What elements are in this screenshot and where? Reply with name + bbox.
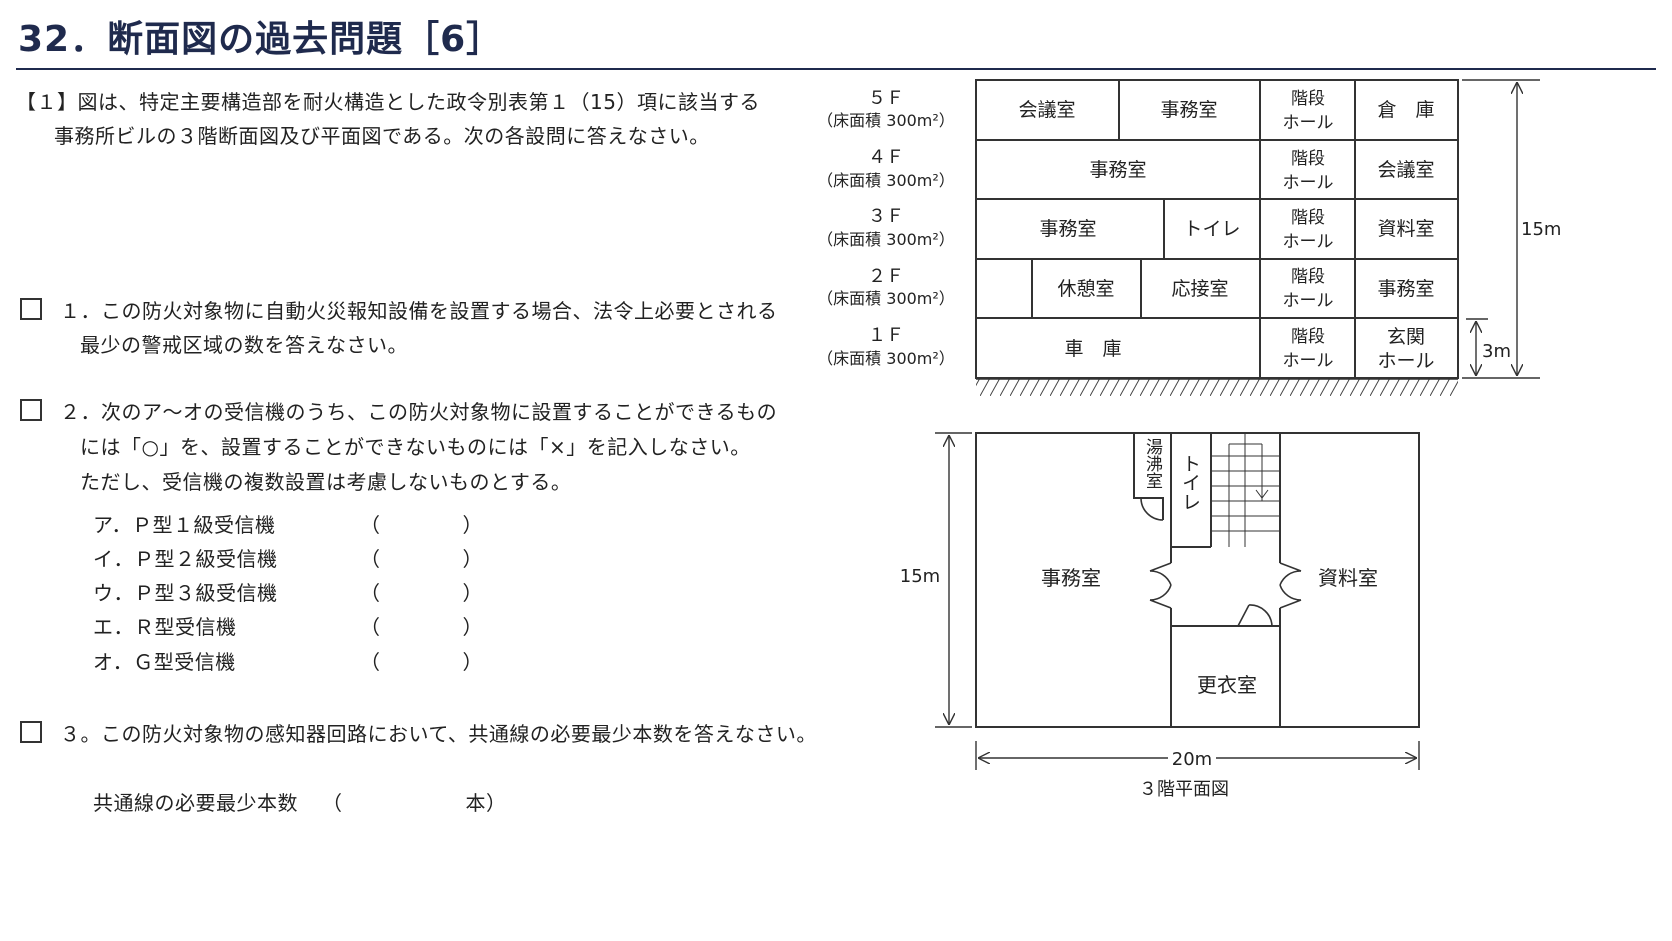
floor-label: ３Ｆ — [868, 206, 904, 227]
height-1f-label: 3m — [1482, 341, 1511, 362]
plan-dimensions — [935, 432, 1420, 770]
plan-depth-label: 15m — [900, 566, 940, 587]
stairs-label: 階段 — [1291, 208, 1325, 228]
question-intro-line1: 【１】図は、特定主要構造部を耐火構造とした政令別表第１（15）項に該当する — [16, 90, 760, 114]
room-label: 会議室 — [1018, 99, 1075, 121]
plan-toilet-label: トイレ — [1179, 454, 1201, 511]
room-label: 資料室 — [1377, 218, 1434, 240]
q1-line2: 最少の警戒区域の数を答えなさい。 — [80, 333, 408, 357]
room-label: 応接室 — [1171, 278, 1228, 300]
room-label: 倉 庫 — [1377, 99, 1434, 121]
floor-area: （床面積 300m²） — [817, 289, 955, 308]
plan-diagram — [975, 432, 1420, 728]
plan-office-label: 事務室 — [1041, 566, 1101, 590]
section-diagram — [975, 79, 1459, 379]
q2-option-label: オ．Ｇ型受信機 — [93, 650, 236, 674]
q3-line1: ３。この防火対象物の感知器回路において、共通線の必要最少本数を答えなさい。 — [60, 722, 817, 746]
q2-option-answer[interactable]: （ ） — [360, 513, 483, 537]
floor-area: （床面積 300m²） — [817, 171, 955, 190]
stairs-label: 階段 — [1291, 89, 1325, 109]
room-label: 事務室 — [1160, 99, 1217, 121]
stairs-label: ホール — [1283, 351, 1334, 371]
plan-caption: ３階平面図 — [1139, 779, 1229, 800]
page-title: 32．断面図の過去問題［6］ — [18, 19, 504, 60]
q1-line1: １．この防火対象物に自動火災報知設備を設置する場合、法令上必要とされる — [60, 299, 778, 323]
room-label: 事務室 — [1377, 278, 1434, 300]
q1-checkbox[interactable] — [20, 298, 42, 320]
stairs-label: ホール — [1283, 291, 1334, 311]
q2-option-answer[interactable]: （ ） — [360, 650, 483, 674]
q2-checkbox[interactable] — [20, 399, 42, 421]
q2-option-label: エ．Ｒ型受信機 — [93, 615, 237, 639]
room-label: 会議室 — [1377, 159, 1434, 181]
q3-answer-label: 共通線の必要最少本数 — [93, 791, 298, 815]
stairs-label: 階段 — [1291, 149, 1325, 169]
stairs-label: ホール — [1283, 113, 1334, 133]
title-underline — [16, 68, 1656, 70]
plan-width-label: 20m — [1172, 749, 1212, 770]
stairs-label: 階段 — [1291, 327, 1325, 347]
floor-label: ４Ｆ — [868, 147, 904, 168]
floor-area: （床面積 300m²） — [817, 349, 955, 368]
plan-kitchen-label: 湯沸室 — [1142, 438, 1163, 489]
stairs-label: 階段 — [1291, 267, 1325, 287]
height-total-label: 15m — [1521, 219, 1561, 240]
q3-checkbox[interactable] — [20, 721, 42, 743]
q2-line3: ただし、受信機の複数設置は考慮しないものとする。 — [80, 470, 572, 494]
q2-option-label: イ．Ｐ型２級受信機 — [93, 547, 278, 571]
floor-area: （床面積 300m²） — [817, 230, 955, 249]
q2-option-label: ウ．Ｐ型３級受信機 — [93, 581, 278, 605]
question-intro-line2: 事務所ビルの３階断面図及び平面図である。次の各設問に答えなさい。 — [54, 124, 710, 148]
q2-option-label: ア．Ｐ型１級受信機 — [93, 513, 276, 537]
q2-line1: ２．次のア～オの受信機のうち、この防火対象物に設置することができるもの — [60, 400, 778, 424]
room-label: 休憩室 — [1057, 278, 1114, 300]
entrance-label: ホール — [1377, 350, 1434, 372]
room-label: 事務室 — [1089, 159, 1146, 181]
floor-area: （床面積 300m²） — [817, 111, 955, 130]
plan-changing-label: 更衣室 — [1197, 673, 1257, 697]
room-label: 車 庫 — [1064, 338, 1121, 360]
stairs-label: ホール — [1283, 232, 1334, 252]
q2-option-answer[interactable]: （ ） — [360, 581, 483, 605]
stairs-label: ホール — [1283, 173, 1334, 193]
entrance-label: 玄関 — [1387, 326, 1425, 348]
q2-option-answer[interactable]: （ ） — [360, 615, 483, 639]
q2-option-answer[interactable]: （ ） — [360, 547, 483, 571]
section-dimensions — [1462, 79, 1540, 379]
q3-answer-field[interactable]: （ 本） — [322, 791, 507, 815]
room-label: 事務室 — [1039, 218, 1096, 240]
floor-label: ５Ｆ — [868, 88, 904, 109]
room-label: トイレ — [1183, 218, 1240, 240]
q2-line2: には「○」を、設置することができないものには「×」を記入しなさい。 — [80, 435, 751, 459]
floor-label: ２Ｆ — [868, 266, 904, 287]
floor-label: １Ｆ — [868, 325, 904, 346]
plan-archive-label: 資料室 — [1318, 566, 1378, 590]
ground-hatch — [976, 379, 1458, 396]
